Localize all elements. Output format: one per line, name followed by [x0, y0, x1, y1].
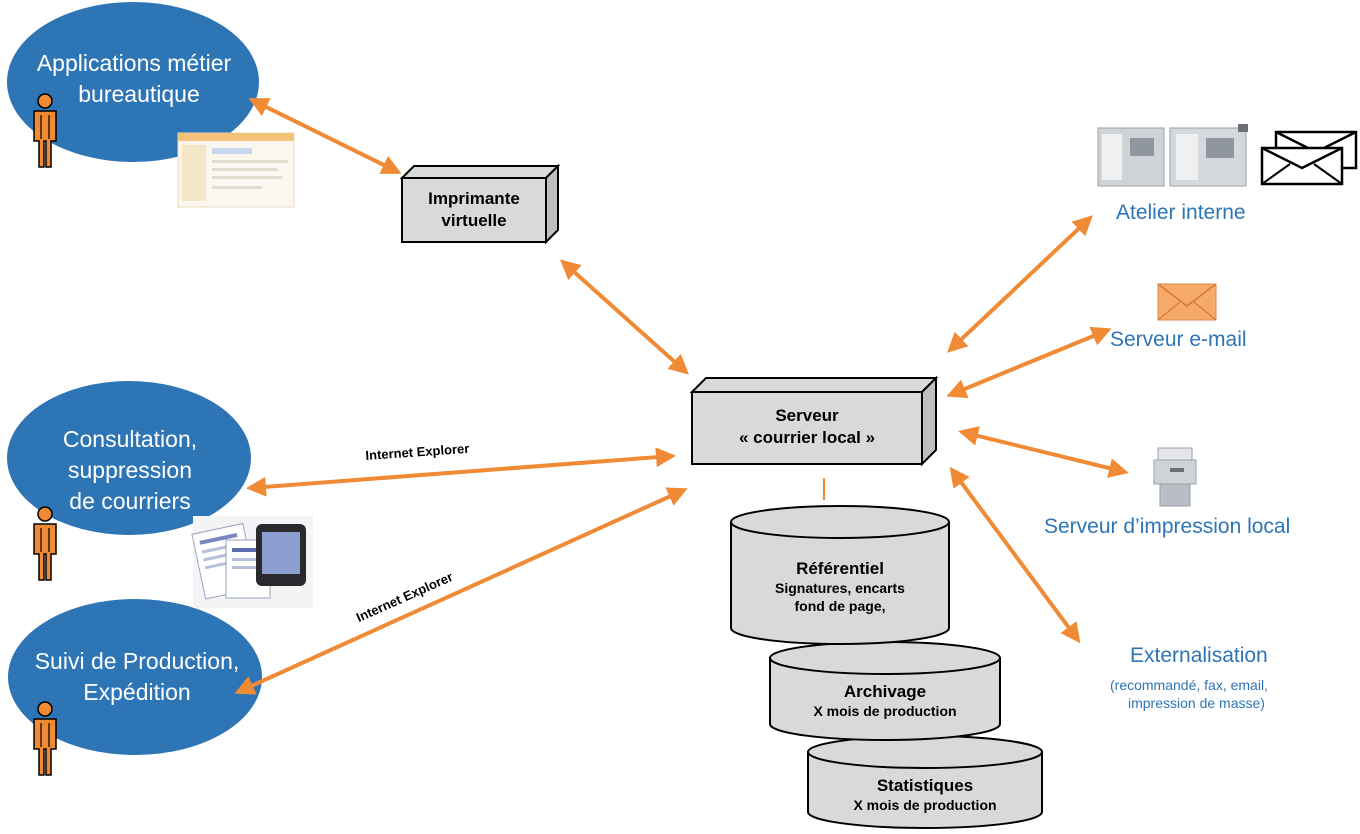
- consultation-ellipse: [7, 381, 251, 535]
- atelier-label: Atelier interne: [1116, 201, 1246, 224]
- imprimante-line1: Imprimante: [428, 189, 520, 208]
- statistiques-line1: X mois de production: [853, 797, 997, 813]
- arrow-serveur-atelier: [947, 215, 1093, 353]
- arrow-serveur-email: [946, 326, 1112, 399]
- arrow-serveur-externalisation: [949, 466, 1081, 644]
- externalisation-line1: (recommandé, fax, email,: [1110, 677, 1268, 693]
- consultation-line3: de courriers: [69, 488, 191, 514]
- envelope-orange-icon: [1157, 283, 1217, 321]
- consultation-line1: Consultation,: [62, 426, 198, 452]
- applications-line2: bureautique: [78, 81, 200, 107]
- suivi-line1: Suivi de Production,: [34, 648, 240, 674]
- externalisation-title: Externalisation: [1130, 644, 1268, 667]
- referentiel-line1: Signatures, encarts: [775, 580, 905, 596]
- serveur-line2: « courrier local »: [738, 428, 876, 447]
- applications-line1: Applications métier: [36, 50, 232, 76]
- consultation-label: Consultation, suppression de courriers: [10, 424, 250, 517]
- applications-ellipse: [7, 2, 259, 162]
- suivi-ellipse: [8, 599, 262, 755]
- arrow-imprimante-serveur: [560, 259, 689, 375]
- printer-icon: [1153, 447, 1197, 507]
- serveur-label: Serveur « courrier local »: [692, 405, 922, 449]
- imprimante-label: Imprimante virtuelle: [402, 188, 546, 232]
- documents-thumbnail: [191, 516, 313, 608]
- db-referentiel: [730, 505, 950, 645]
- referentiel-title: Référentiel: [796, 559, 884, 578]
- referentiel-label: Référentiel Signatures, encarts fond de …: [731, 558, 949, 615]
- imprimante-line2: virtuelle: [441, 211, 507, 230]
- arrow-applications-imprimante: [248, 98, 402, 174]
- impression-label: Serveur d’impression local: [1044, 515, 1291, 538]
- statistiques-title: Statistiques: [876, 776, 974, 795]
- statistiques-label: Statistiques X mois de production: [808, 775, 1042, 814]
- archivage-line1: X mois de production: [813, 703, 957, 719]
- arrow-serveur-impression: [958, 426, 1129, 478]
- suivi-label: Suivi de Production, Expédition: [12, 646, 262, 708]
- archivage-title: Archivage: [843, 682, 927, 701]
- archivage-label: Archivage X mois de production: [770, 681, 1000, 720]
- screenshot-thumbnail: [177, 132, 295, 208]
- email-label: Serveur e-mail: [1110, 328, 1247, 351]
- serveur-box: [689, 375, 939, 467]
- suivi-line2: Expédition: [83, 679, 191, 705]
- referentiel-line2: fond de page,: [794, 598, 886, 614]
- applications-label: Applications métier bureautique: [10, 48, 258, 110]
- serveur-line1: Serveur: [775, 406, 839, 425]
- arrow-consultation-serveur: [246, 447, 676, 497]
- printer-machines-icon: [1097, 124, 1248, 187]
- imprimante-box: [399, 163, 561, 245]
- envelope-icon: [1260, 130, 1358, 186]
- consultation-line2: suppression: [67, 457, 193, 483]
- db-statistiques: [807, 735, 1043, 829]
- arrow-suivi-serveur: [234, 487, 688, 695]
- externalisation-line2: impression de masse): [1128, 695, 1265, 711]
- db-archivage: [769, 641, 1001, 741]
